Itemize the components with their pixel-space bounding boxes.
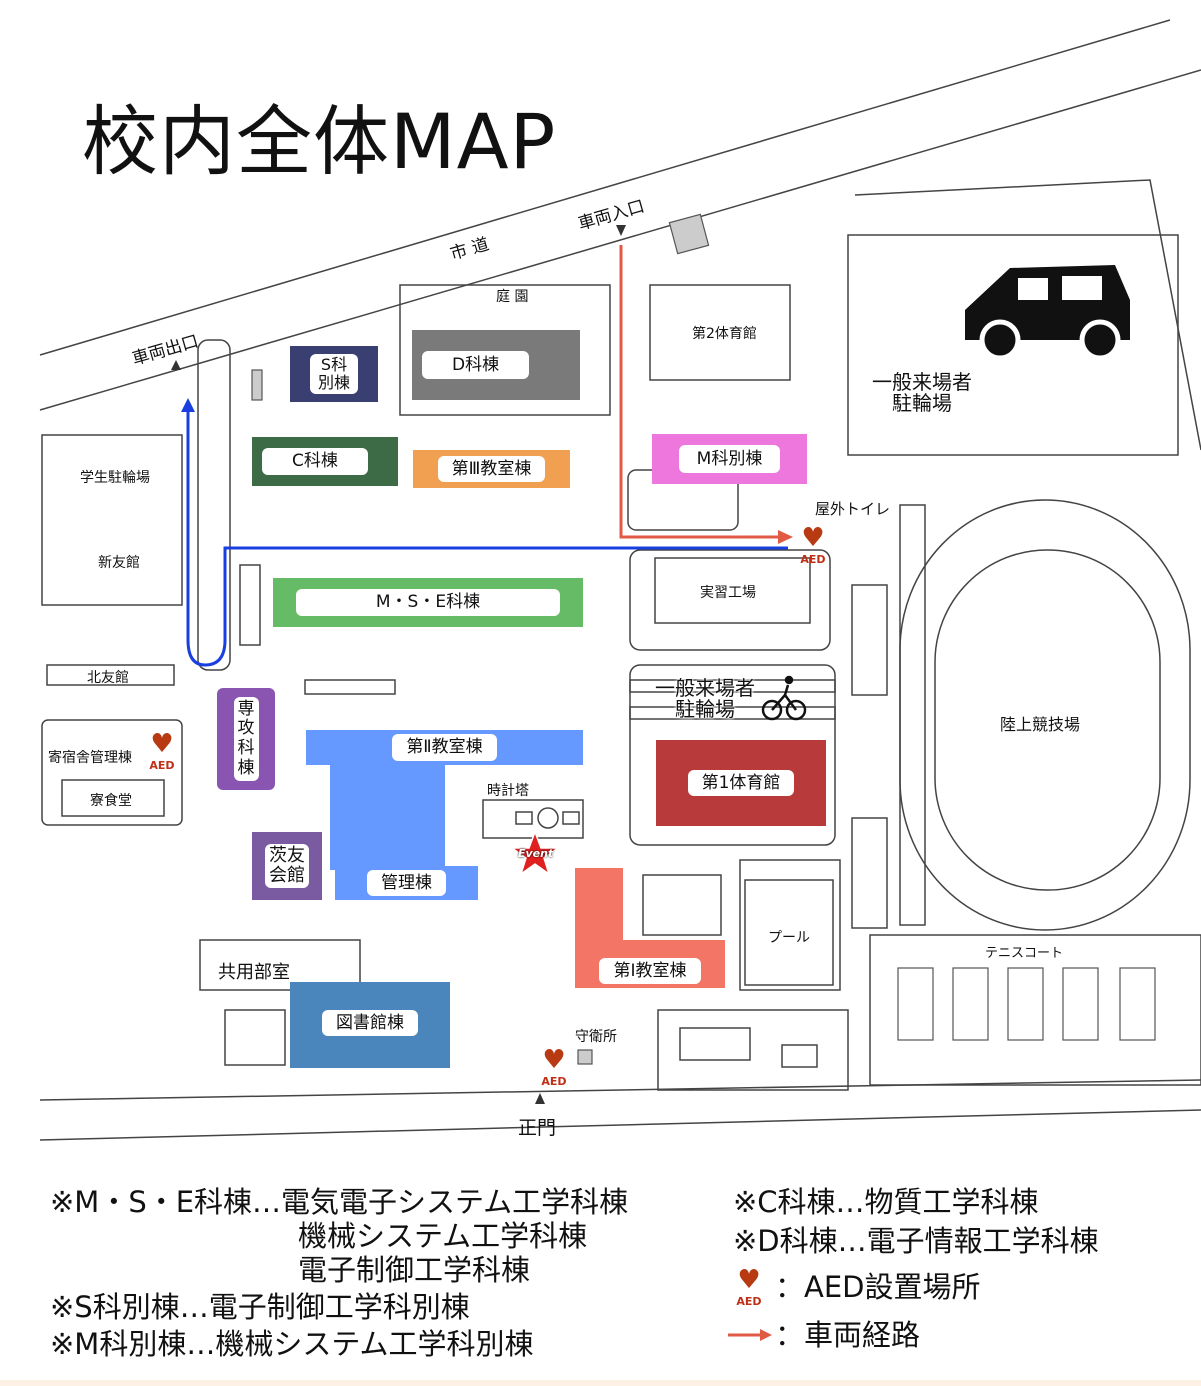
aed-heart-icon: ♥ (801, 524, 825, 552)
main-gate-label: 正門 (518, 1117, 557, 1139)
event-label[interactable]: Event (518, 847, 554, 860)
legend-s-annex: ※S科別棟…電子制御工学科別棟 (50, 1290, 470, 1324)
outdoor-toilet-label: 屋外トイレ (815, 500, 891, 518)
visitor-bike-parking-2: 一般来場者 駐輪場 (655, 676, 755, 721)
aed-text: AED (541, 1075, 567, 1088)
event-star (509, 829, 561, 876)
footer-bar (0, 1380, 1201, 1386)
clock-tower-label: 時計塔 (487, 783, 529, 799)
legend-mse-3: 電子制御工学科棟 (298, 1253, 531, 1287)
building-class3[interactable]: 第Ⅲ教室棟 (413, 450, 570, 488)
class1-label: 第Ⅰ教室棟 (599, 957, 701, 984)
building-s-annex[interactable]: S科 別棟 (290, 346, 378, 402)
building-d[interactable]: D科棟 (412, 330, 580, 400)
tennis-court-label: テニスコート (985, 946, 1064, 961)
class2-label: 第Ⅱ教室棟 (392, 734, 497, 761)
aed-heart-icon: ♥ (542, 1046, 566, 1074)
admin-label: 管理棟 (367, 869, 446, 897)
class3-label: 第Ⅲ教室棟 (437, 455, 546, 483)
aed-heart-icon: ♥ (150, 730, 174, 758)
building-ibarayu[interactable]: 茨友 会館 (252, 832, 322, 900)
car-icon (965, 265, 1130, 361)
building-gym1[interactable]: 第1体育館 (656, 740, 826, 826)
dining-label: 寮食堂 (90, 793, 132, 809)
workshop-label: 実習工場 (700, 585, 756, 601)
track-label: 陸上競技場 (1000, 715, 1081, 734)
c-bldg-label: C科棟 (262, 448, 368, 475)
aed-text: AED (736, 1295, 762, 1308)
city-road-edge (39, 19, 1171, 356)
m-annex-label: M科別棟 (678, 444, 781, 474)
aed-marker[interactable]: ♥AED (797, 524, 829, 566)
building-advanced-course[interactable]: 専 攻 科 棟 (217, 688, 275, 790)
hokuyukan-label: 北友館 (87, 670, 129, 686)
d-bldg-label: D科棟 (422, 350, 530, 380)
legend-aed: ：AED設置場所 (775, 1270, 981, 1304)
building-mse[interactable]: M・S・E科棟 (273, 578, 583, 627)
library-label: 図書館棟 (322, 1010, 418, 1037)
building-class1[interactable]: 第Ⅰ教室棟 (575, 940, 725, 988)
gym1-label: 第1体育館 (687, 769, 795, 797)
shinyukan-label: 新友館 (98, 555, 140, 571)
legend-c: ※C科棟…物質工学科棟 (733, 1185, 1039, 1219)
advanced-course-label: 専 攻 科 棟 (233, 696, 259, 782)
ibarayu-label: 茨友 会館 (265, 844, 309, 888)
legend-aed-icon: ♥AED (733, 1266, 765, 1308)
building-m-annex[interactable]: M科別棟 (652, 434, 807, 484)
gym2-label: 第2体育館 (692, 326, 757, 342)
garden-label: 庭 園 (496, 289, 529, 305)
building-admin[interactable]: 管理棟 (335, 866, 478, 900)
building-class2-wing (330, 765, 445, 870)
building-class2[interactable]: 第Ⅱ教室棟 (306, 730, 583, 765)
building-c[interactable]: C科棟 (252, 437, 398, 486)
student-bike-parking: 学生駐輪場 (80, 470, 150, 486)
guard-house-label: 守衛所 (575, 1029, 617, 1045)
bicycle-icon (761, 675, 807, 721)
page-title: 校内全体MAP (82, 97, 557, 186)
aed-marker[interactable]: ♥AED (538, 1046, 570, 1088)
vehicle-route-red (619, 245, 785, 539)
legend-m-annex: ※M科別棟…機械システム工学科別棟 (50, 1327, 534, 1361)
aed-text: AED (149, 759, 175, 772)
legend-mse-2: 機械システム工学科棟 (298, 1219, 588, 1253)
vehicle-route-blue (186, 405, 788, 667)
front-road-edge (39, 1079, 1201, 1101)
aed-heart-icon: ♥ (737, 1266, 761, 1294)
pool-label: プール (768, 930, 810, 946)
legend-d: ※D科棟…電子情報工学科棟 (733, 1224, 1099, 1258)
club-rooms-label: 共用部室 (218, 962, 290, 983)
building-library[interactable]: 図書館棟 (290, 982, 450, 1068)
s-annex-label: S科 別棟 (309, 354, 358, 394)
visitor-bike-parking-1: 一般来場者 駐輪場 (872, 370, 972, 415)
mse-label: M・S・E科棟 (296, 589, 560, 616)
legend-route-arrow-icon (728, 1329, 772, 1341)
legend-mse: ※M・S・E科棟…電気電子システム工学科棟 (50, 1185, 629, 1219)
dorm-office-label: 寄宿舎管理棟 (48, 750, 132, 766)
legend-route: ：車両経路 (775, 1318, 921, 1352)
aed-marker[interactable]: ♥AED (146, 730, 178, 772)
aed-text: AED (800, 553, 826, 566)
